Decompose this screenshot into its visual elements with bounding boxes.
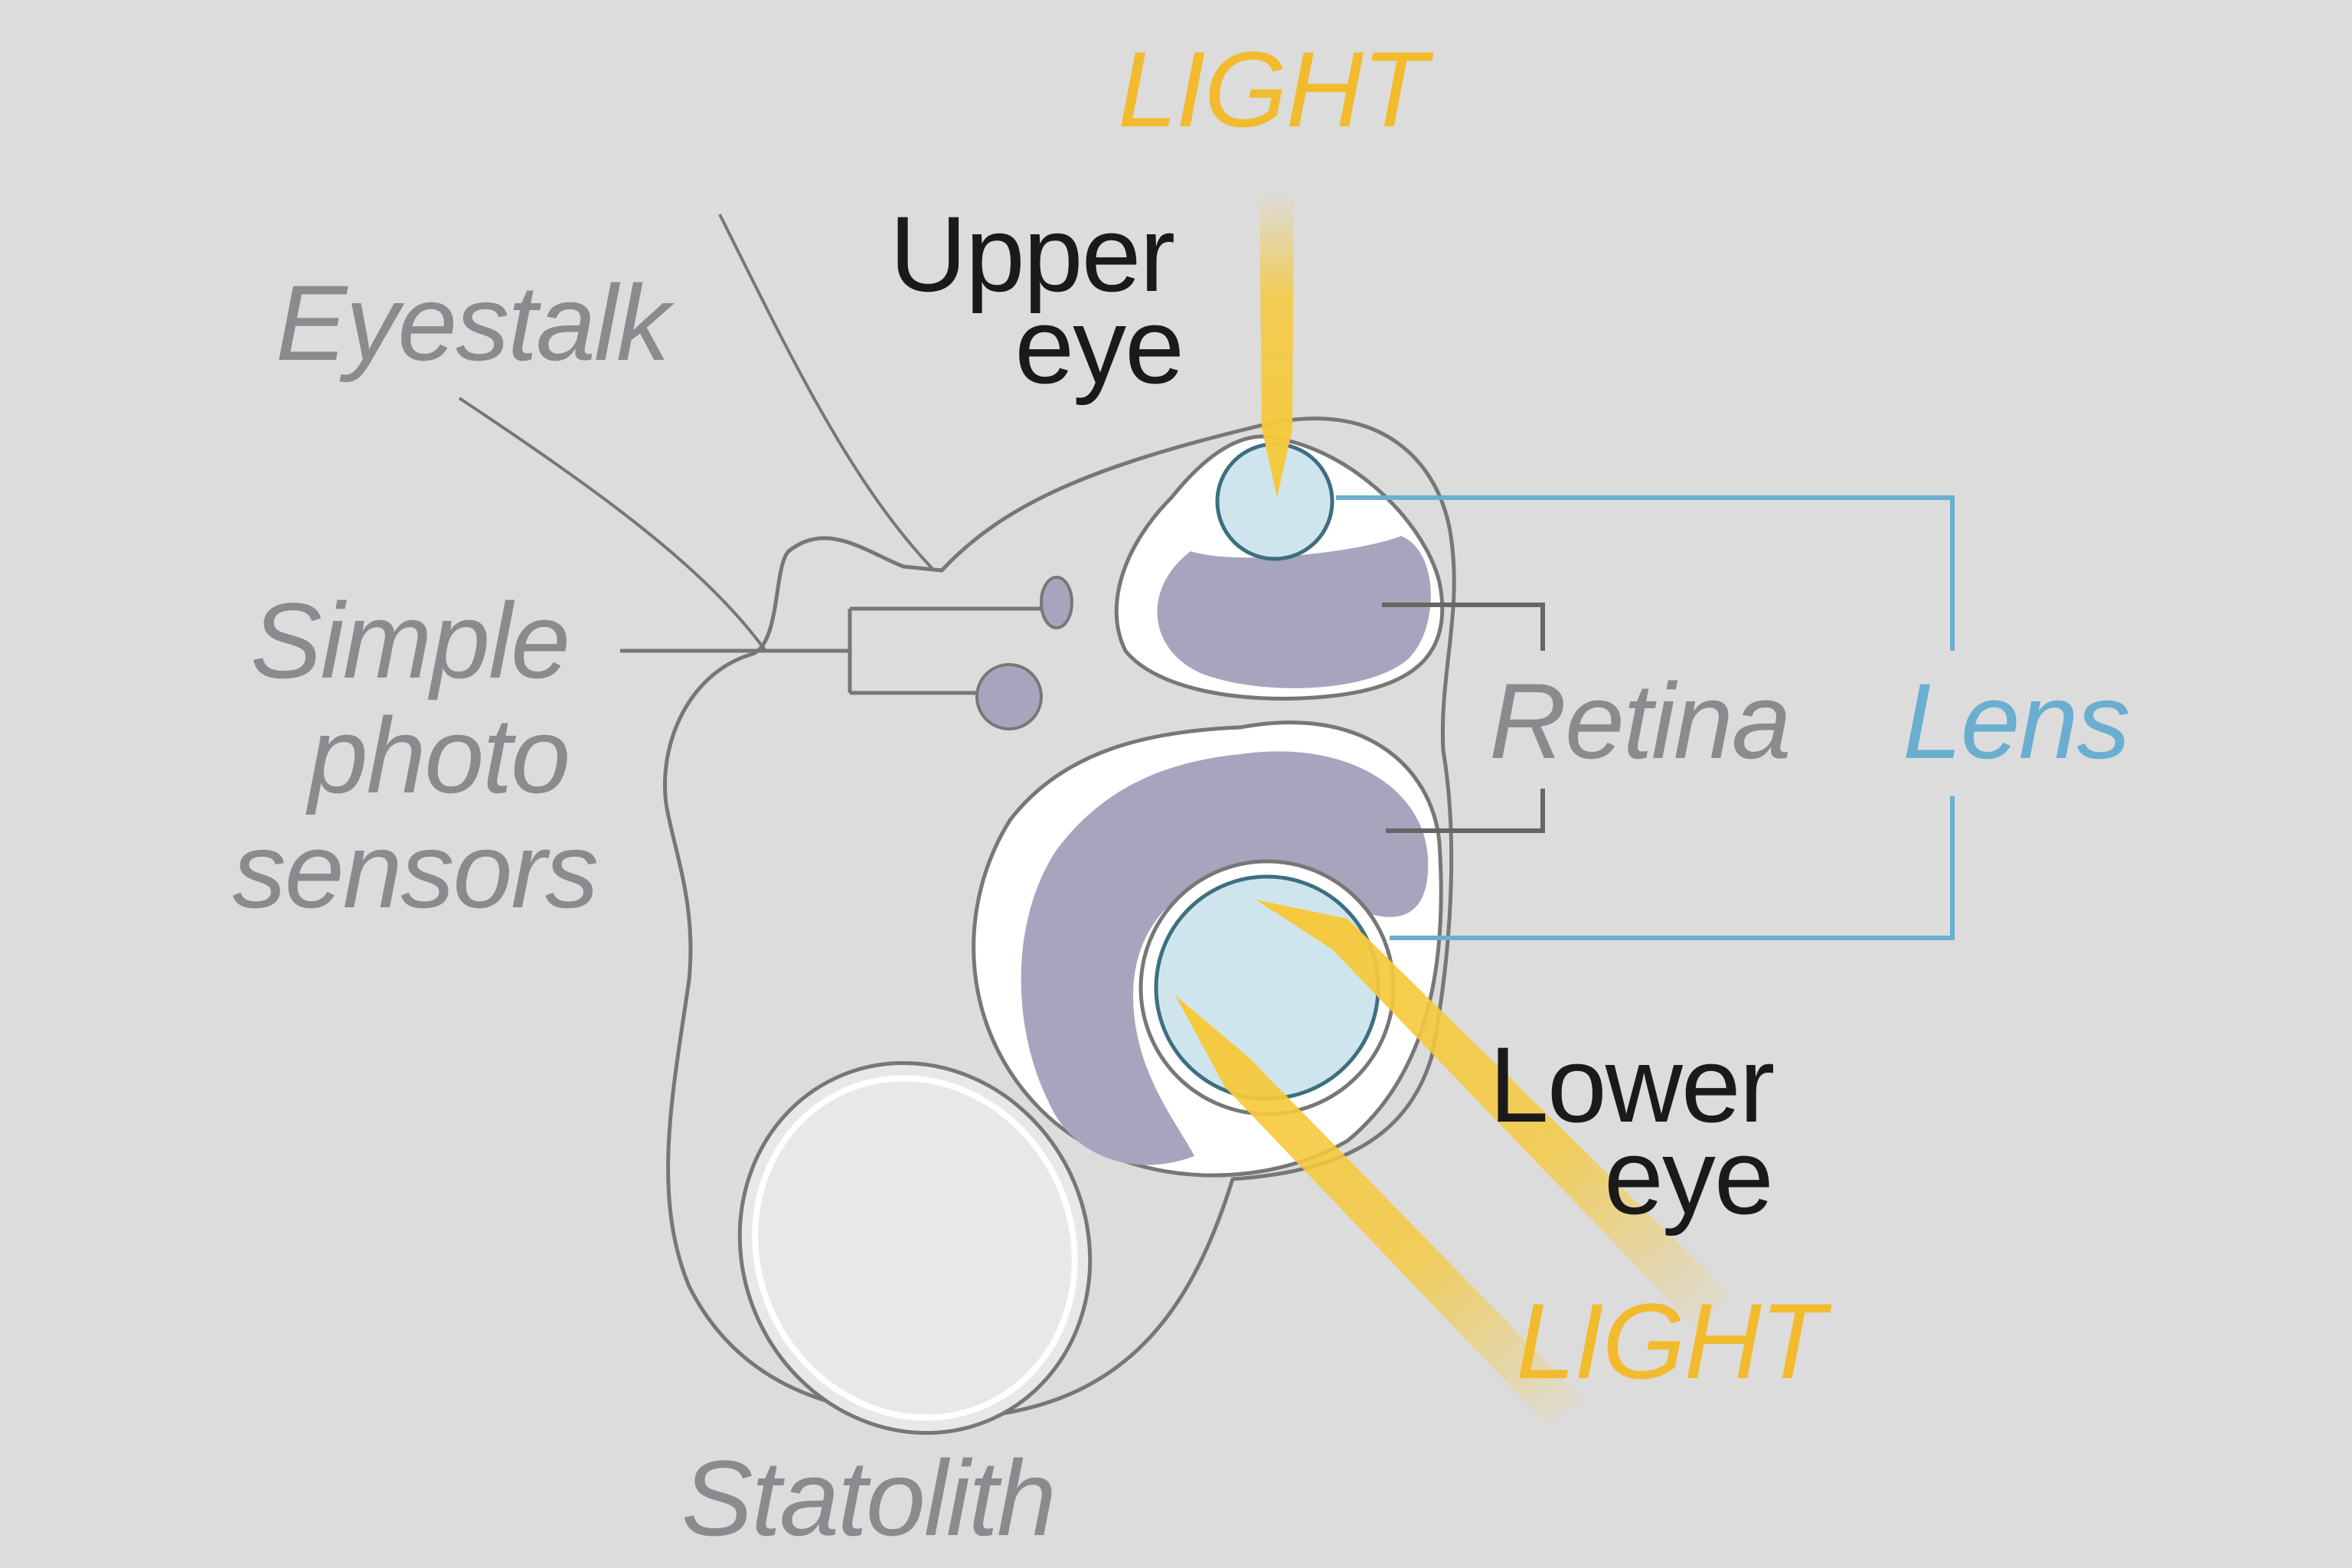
photo-sensor-small: [1040, 576, 1073, 629]
photo-sensor-large: [975, 663, 1043, 730]
upper-light-beam: [1259, 191, 1294, 498]
eyestalk-label-leader: [458, 397, 767, 652]
retina-bracket: [1382, 603, 1545, 833]
lower-light-beam-1: [1256, 900, 1730, 1332]
retina-label: Retina: [1489, 661, 1790, 781]
lower-eye-label: Lower eye: [1489, 1024, 1802, 1236]
upper-eye-label: Upper eye: [890, 194, 1202, 406]
lower-eye-label-line-1: Lower: [1489, 1024, 1774, 1145]
lower-lens: [1154, 874, 1380, 1101]
statolith-label: Statolith: [681, 1438, 1055, 1558]
eyestalk-label: Eyestalk: [276, 263, 675, 383]
statolith-shape: [737, 1060, 1093, 1436]
lower-retina: [1021, 751, 1429, 1165]
light-top-label: LIGHT: [1118, 29, 1434, 149]
simple-photo-sensors-line-2: photo: [305, 695, 569, 815]
eyestalk-body-outline: [663, 416, 1456, 1419]
upper-eye-label-line-2: eye: [1014, 286, 1183, 406]
simple-photo-sensors-line-3: sensors: [233, 810, 597, 930]
upper-retina: [1157, 536, 1431, 688]
light-bottom-label: LIGHT: [1516, 1281, 1832, 1401]
simple-photo-sensors-label: Simple photo sensors: [233, 580, 597, 930]
lens-label: Lens: [1903, 661, 2129, 781]
simple-photo-sensors-line-1: Simple: [250, 580, 569, 701]
lens-bracket: [1336, 495, 1955, 940]
statolith-inner-ring: [752, 1075, 1078, 1421]
eyestalk-leader-line: [718, 214, 936, 572]
lower-eye-label-line-2: eye: [1604, 1116, 1772, 1236]
lower-light-beam-2: [1175, 995, 1585, 1424]
upper-eye-label-line-1: Upper: [890, 194, 1174, 314]
